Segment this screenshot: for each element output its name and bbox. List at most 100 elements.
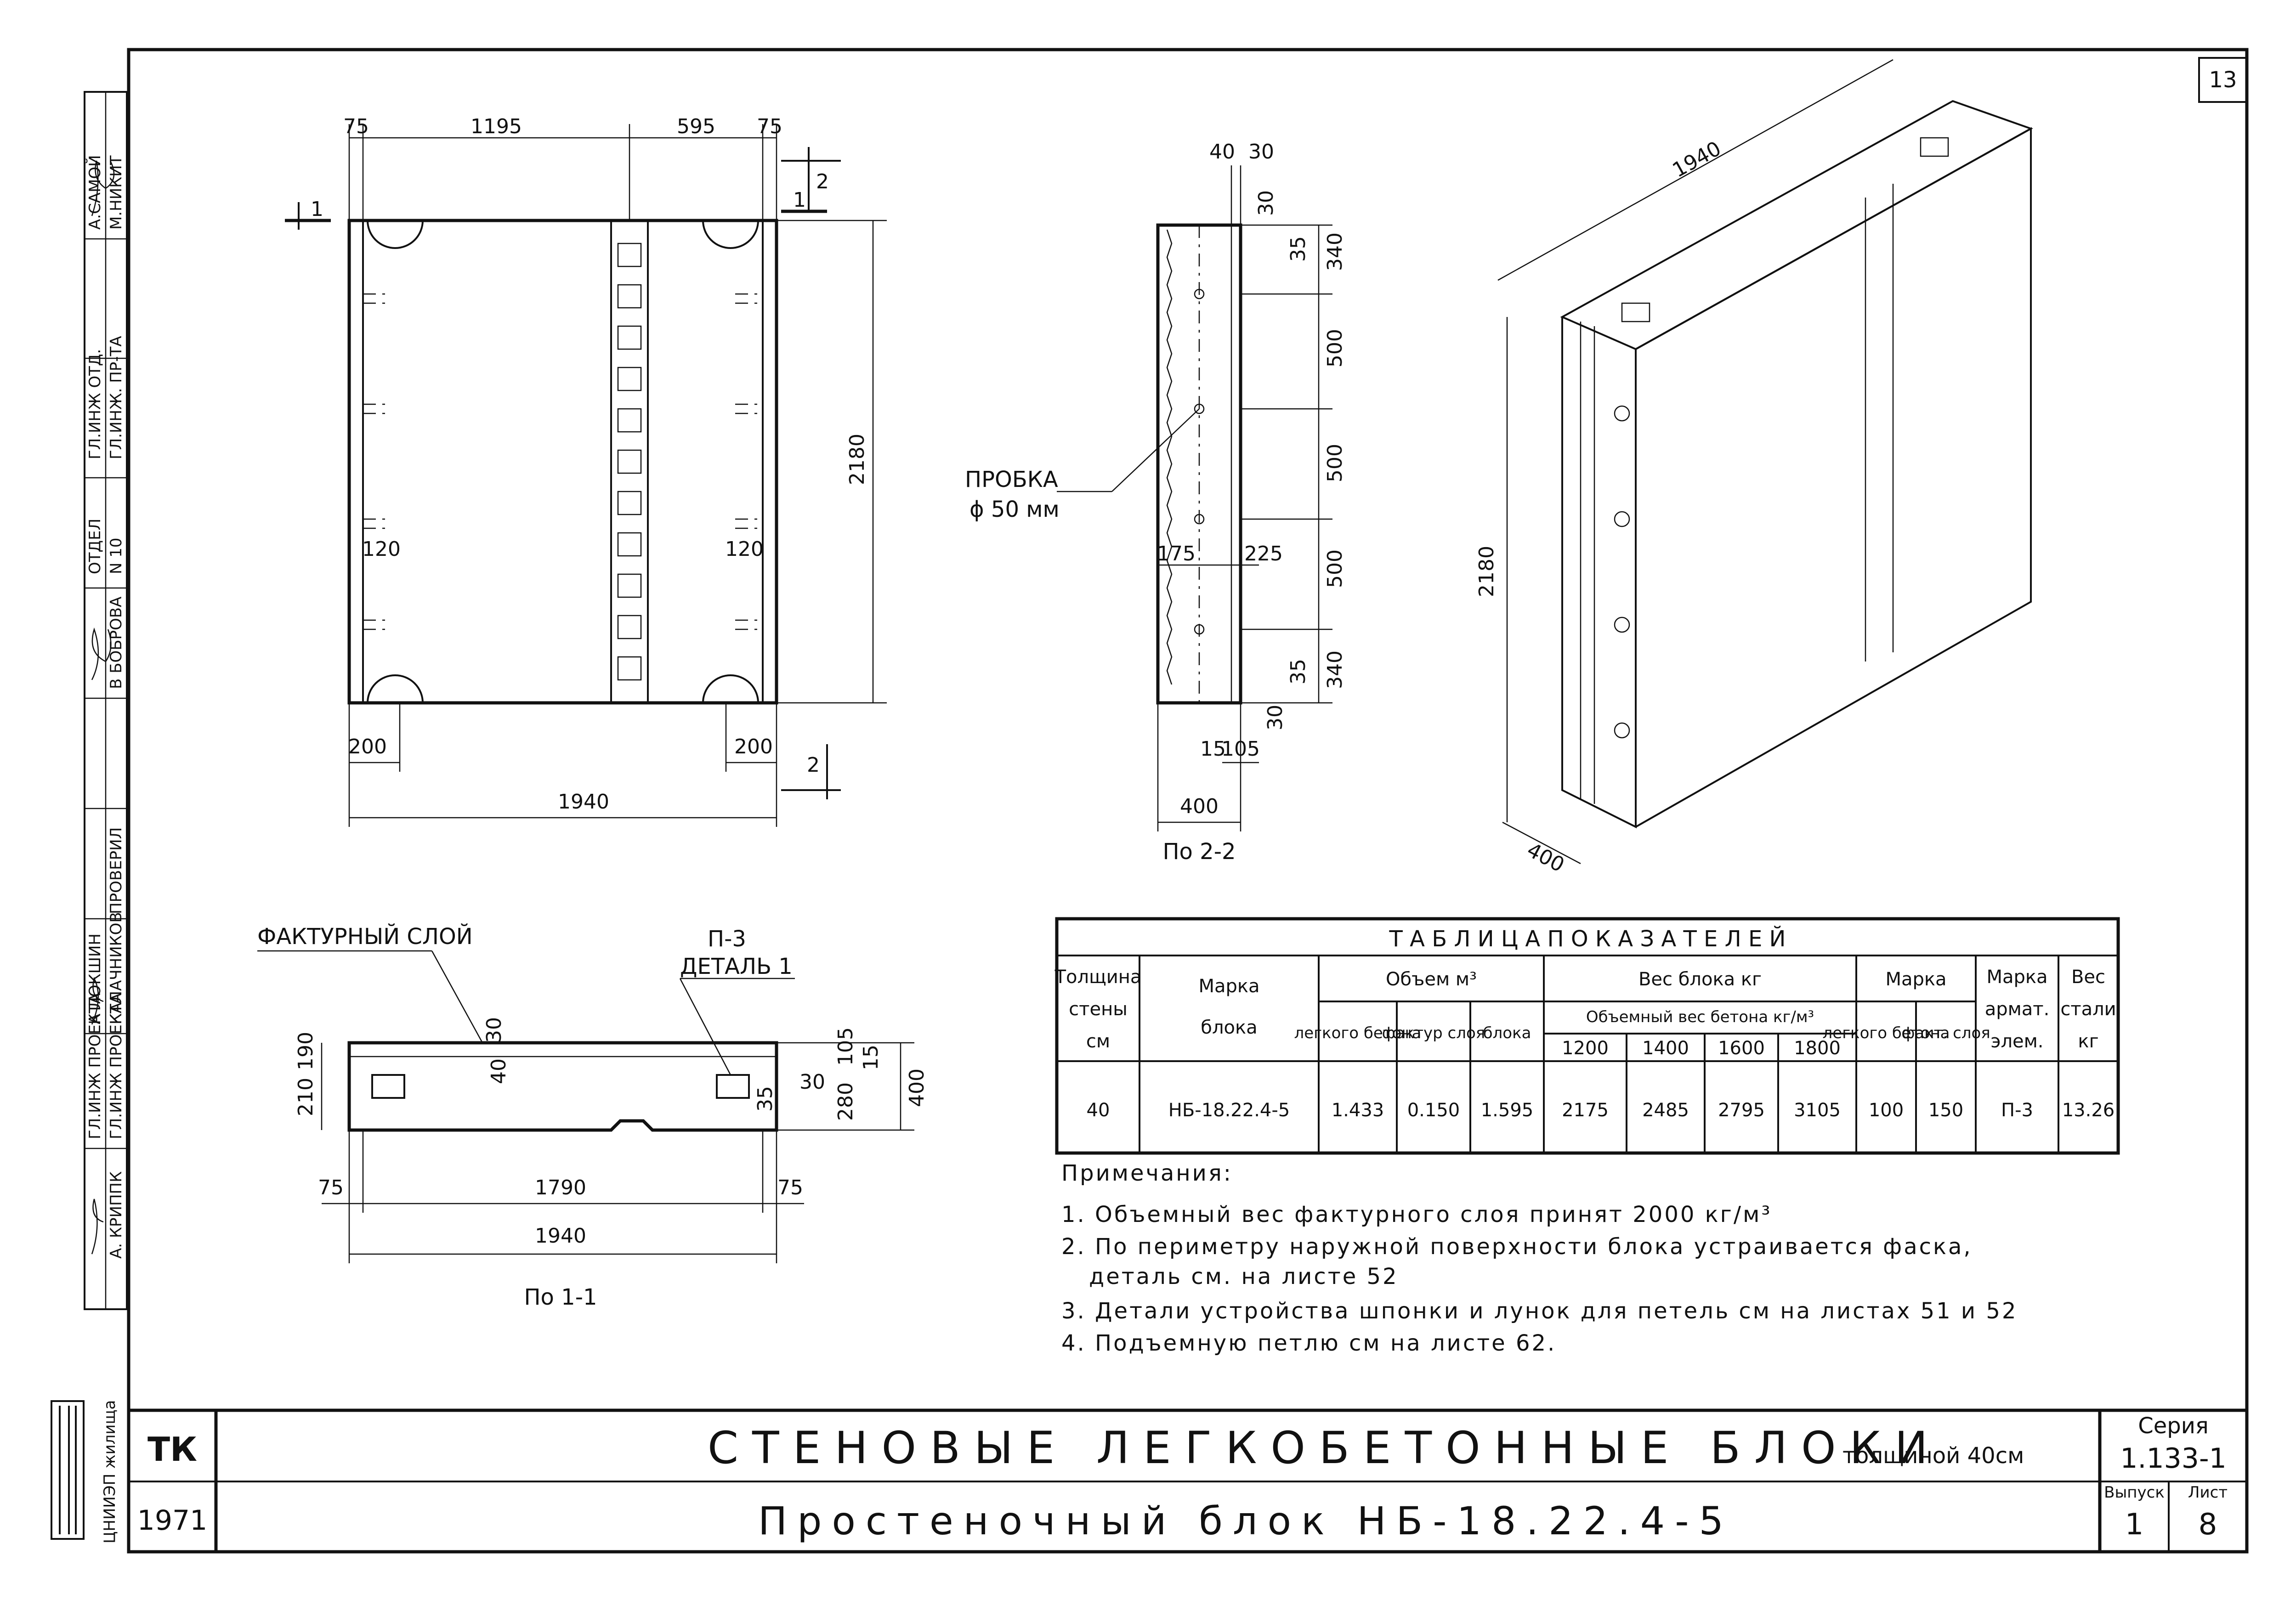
dim-label: 75 <box>757 115 782 138</box>
cut-mark: 1 <box>311 198 323 221</box>
table-cell: 3105 <box>1794 1100 1841 1121</box>
dim-label: 15 <box>859 1045 883 1070</box>
signature <box>91 627 112 680</box>
note-item: деталь см. на листе 52 <box>1089 1264 1399 1289</box>
table-header: легкого бетона <box>1294 1024 1422 1042</box>
dim-label: 40 <box>1209 140 1235 164</box>
cut-mark: 1 <box>793 188 806 212</box>
stamp-cell: КАЛАЧНИКОВ <box>107 912 125 1024</box>
note-item: 1. Объемный вес фактурного слоя принят 2… <box>1061 1202 1772 1227</box>
table-cell: 40 <box>1087 1100 1110 1121</box>
table-header: факт. слоя <box>1901 1024 1990 1042</box>
dim-label: 2180 <box>1475 546 1498 597</box>
dim-label: 1940 <box>535 1224 586 1248</box>
part-label: П-3 <box>708 926 746 952</box>
dim-label: 340 <box>1323 232 1347 271</box>
dim-label: 280 <box>834 1082 857 1121</box>
stamp-cell: М.НИКИТ <box>107 155 125 230</box>
table-header: стены <box>1069 999 1128 1020</box>
stamp-cell: А. КРИППК <box>107 1171 125 1259</box>
stamp-cell: А.САМОЙ <box>85 155 104 230</box>
table-header: Объем м³ <box>1386 969 1477 990</box>
dim-label: 105 <box>834 1027 857 1066</box>
table-header: фактур слоя <box>1382 1024 1485 1042</box>
side-stamp: А.САМОЙ М.НИКИТ ГЛ.ИНЖ ОТД. ГЛ.ИНЖ. ПР-Т… <box>84 91 128 1310</box>
issue-value: 1 <box>2125 1508 2144 1542</box>
table-header: Марка <box>1885 969 1946 990</box>
sheet-label: Лист <box>2188 1483 2228 1502</box>
dim-label: 500 <box>1323 549 1347 588</box>
dim-label: 30 <box>1248 140 1274 164</box>
table-title: Т А Б Л И Ц А П О К А З А Т Е Л Е Й <box>1389 926 1786 952</box>
table-cell: 0.150 <box>1407 1100 1460 1121</box>
table-header: кг <box>2078 1031 2098 1052</box>
dim-label: 15 <box>1200 737 1226 761</box>
stamp-cell: ГЛ.ИНЖ ПРОЕКТА <box>86 993 104 1139</box>
dim-label: 1940 <box>558 790 609 814</box>
dim-label: 30 <box>482 1017 506 1043</box>
org-code: ТК <box>147 1430 197 1469</box>
dim-label: 400 <box>1523 838 1568 877</box>
table-cell: 1.433 <box>1332 1100 1384 1121</box>
institute-logo: ЦНИИЭП жилища <box>51 1400 119 1544</box>
dim-label: 175 <box>1157 542 1196 565</box>
dim-label: 340 <box>1323 650 1347 689</box>
part-label: ДЕТАЛЬ 1 <box>680 954 793 979</box>
table-header: Вес <box>2071 967 2105 988</box>
table-header: см <box>1086 1031 1110 1052</box>
table-cell: 100 <box>1869 1100 1904 1121</box>
series-label: Серия <box>2138 1413 2209 1439</box>
drawing-subtitle: Простеночный блок НБ-18.22.4-5 <box>758 1498 1734 1544</box>
section-1-1: ФАКТУРНЫЙ СЛОЙ П-3 ДЕТАЛЬ 1 210 190 30 4… <box>257 923 929 1310</box>
cut-mark: 2 <box>816 170 829 193</box>
table-header: 1800 <box>1794 1038 1841 1059</box>
dim-label: 30 <box>1264 705 1287 730</box>
plug-label: ПРОБКА <box>965 467 1058 492</box>
signature <box>91 977 104 1025</box>
dim-label: 35 <box>1287 236 1310 262</box>
series-value: 1.133-1 <box>2120 1442 2227 1475</box>
table-cell: 2795 <box>1718 1100 1765 1121</box>
stamp-cell: ГЛ.ИНЖ ПРОЕКТА <box>107 993 125 1139</box>
table-header: Марка <box>1986 967 2047 988</box>
sheet-number: 13 <box>2209 67 2237 93</box>
note-item: 4. Подъемную петлю см на листе 62. <box>1061 1330 1556 1356</box>
dim-label: 120 <box>725 537 764 561</box>
view-caption: По 1-1 <box>524 1284 597 1310</box>
table-header: 1200 <box>1562 1038 1609 1059</box>
institute-mark: ЦНИИЭП жилища <box>101 1400 119 1544</box>
sheet-value: 8 <box>2199 1508 2217 1542</box>
dim-label: 35 <box>1287 659 1310 684</box>
table-header: блока <box>1483 1024 1531 1042</box>
dim-label: 1790 <box>535 1176 586 1199</box>
table-cell: НБ-18.22.4-5 <box>1168 1100 1290 1121</box>
signature <box>91 1199 104 1255</box>
cut-mark: 2 <box>807 753 820 777</box>
table-header: армат. <box>1985 999 2050 1020</box>
stamp-cell: ПРОВЕРИЛ <box>107 827 125 914</box>
dim-label: 75 <box>777 1176 803 1199</box>
note-item: 2. По периметру наружной поверхности бло… <box>1061 1234 1973 1260</box>
dim-label: 75 <box>318 1176 344 1199</box>
stamp-cell: В БОБРОВА <box>107 597 125 689</box>
sheet-frame <box>127 48 2249 1554</box>
dim-label: 35 <box>754 1086 777 1112</box>
dim-label: 1195 <box>471 115 522 138</box>
table-cell: П-3 <box>2001 1100 2033 1121</box>
stamp-cell: ОТДЕЛ <box>86 519 104 574</box>
drawing-title: СТЕНОВЫЕ ЛЕГКОБЕТОННЫЕ БЛОКИ <box>708 1422 1941 1474</box>
isometric-view: 1940 2180 400 <box>1475 59 2033 877</box>
table-cell: 2175 <box>1562 1100 1609 1121</box>
stamp-cell: N 10 <box>107 537 125 574</box>
table-cell: 1.595 <box>1481 1100 1534 1121</box>
notes-title: Примечания: <box>1061 1160 1233 1186</box>
dim-label: 30 <box>799 1070 825 1094</box>
indicator-table: Т А Б Л И Ц А П О К А З А Т Е Л Е Й Толщ… <box>1054 917 2120 1155</box>
note-item: 3. Детали устройства шпонки и лунок для … <box>1061 1298 2018 1324</box>
year: 1971 <box>137 1504 208 1537</box>
dim-label: 190 <box>294 1032 317 1070</box>
section-2-2: 40 30 30 340 500 500 500 340 35 35 30 17… <box>965 140 1347 865</box>
table-cell: 150 <box>1928 1100 1963 1121</box>
dim-label: 400 <box>1180 795 1219 818</box>
